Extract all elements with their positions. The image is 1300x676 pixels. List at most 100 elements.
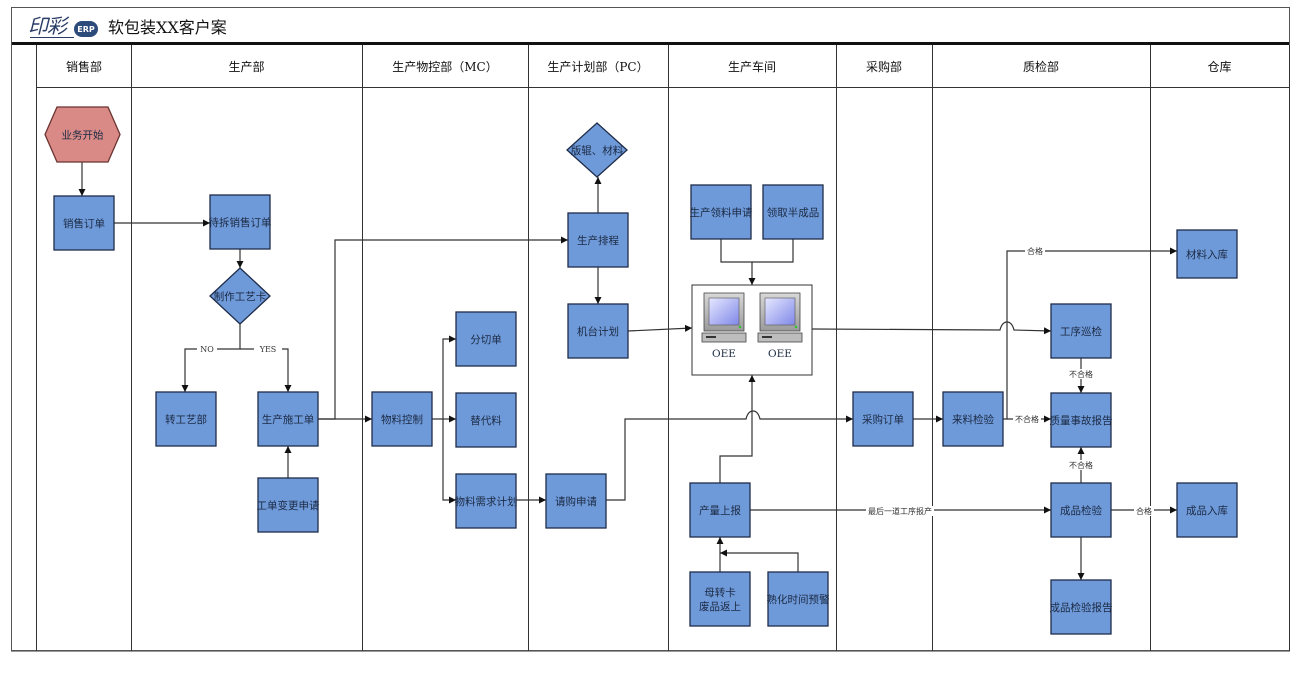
node-label: 来料检验 <box>952 413 994 426</box>
node-label: 替代料 <box>470 414 502 427</box>
node-work-order[interactable]: 生产施工单 <box>257 391 319 447</box>
edge-label-background <box>1134 506 1154 516</box>
node-label: 废品返上 <box>699 600 741 613</box>
lane-divider <box>528 45 529 651</box>
lane-header-purchasing: 采购部 <box>836 45 932 88</box>
edge-machine_plan-to-oee <box>627 324 693 332</box>
document-title: 软包装XX客户案 <box>108 18 227 37</box>
node-get-semi[interactable]: 领取半成品 <box>762 184 824 240</box>
edge-label: 最后一道工序报产 <box>868 506 932 516</box>
rect-shape <box>53 195 115 251</box>
rect-shape <box>257 477 319 533</box>
node-to-process-dept[interactable]: 转工艺部 <box>155 391 217 447</box>
computer-icon: OEE <box>701 292 747 360</box>
node-label: 物料需求计划 <box>455 495 518 508</box>
logo-script: 印彩 <box>28 14 67 38</box>
node-fg-insp[interactable]: 成品检验 <box>1050 482 1112 538</box>
rect-shape <box>942 391 1004 447</box>
node-material-ctrl[interactable]: 物料控制 <box>371 391 433 447</box>
edge-make_card-to-to_process_dept <box>181 324 241 392</box>
node-incoming-insp[interactable]: 来料检验 <box>942 391 1004 447</box>
edge-make_card-to-work_order <box>240 348 292 392</box>
node-label: 领取半成品 <box>767 206 820 219</box>
lane-header-warehouse: 仓库 <box>1150 45 1289 88</box>
diamond-shape <box>566 122 628 178</box>
rect-shape <box>689 482 751 538</box>
edge-label: 合格 <box>1027 246 1043 256</box>
node-label: 生产施工单 <box>262 413 315 426</box>
edge-label: YES <box>259 345 277 354</box>
rect-shape <box>1050 579 1112 635</box>
rect-shape <box>257 391 319 447</box>
logo-badge: ERP <box>74 21 98 37</box>
rect-shape <box>455 392 517 448</box>
node-label: 成品检验 <box>1060 504 1102 517</box>
lane-divider <box>836 45 837 651</box>
node-label: 物料控制 <box>381 413 423 426</box>
node-sales-order[interactable]: 销售订单 <box>53 195 115 251</box>
node-curing-alert[interactable]: 熟化时间预警 <box>767 571 830 627</box>
node-fg-in[interactable]: 成品入库 <box>1176 482 1238 538</box>
edge-label-background <box>1067 460 1095 470</box>
node-output-report[interactable]: 产量上报 <box>689 482 751 538</box>
node-slit-order[interactable]: 分切单 <box>455 311 517 367</box>
edge-material_req-to-oee <box>720 239 756 285</box>
node-label: 工序巡检 <box>1060 325 1102 338</box>
node-wo-change[interactable]: 工单变更申请 <box>257 477 320 533</box>
node-label: 制作工艺卡 <box>214 290 267 303</box>
computer-icon: OEE <box>757 292 803 360</box>
lane-header-sales: 销售部 <box>37 45 131 88</box>
node-label: 请购申请 <box>555 495 597 508</box>
node-label: 转工艺部 <box>165 413 207 426</box>
edge-material_ctrl-to-slit_order <box>432 335 456 420</box>
edge-label-background <box>1067 369 1095 379</box>
edge-label-background <box>254 344 282 354</box>
node-purchase-req[interactable]: 请购申请 <box>545 473 607 529</box>
oee-label: OEE <box>768 348 792 360</box>
node-make-card[interactable]: 制作工艺卡 <box>209 267 271 325</box>
node-fg-insp-report[interactable]: 成品检验报告 <box>1050 579 1113 635</box>
node-label: 产量上报 <box>699 504 741 517</box>
lane-header-mc: 生产物控部（MC） <box>362 45 528 88</box>
edge-output_report-to-oee <box>719 375 756 483</box>
node-label: 生产领料申请 <box>690 206 753 219</box>
edge-oee-to-patrol_insp <box>811 321 1052 335</box>
node-label: 质量事故报告 <box>1050 414 1113 427</box>
node-oee[interactable]: OEE OEE <box>691 284 813 376</box>
node-pending-split[interactable]: 待拆销售订单 <box>209 194 272 250</box>
rect-shape <box>1050 392 1112 448</box>
node-material-req[interactable]: 生产领料申请 <box>690 184 753 240</box>
lane-header-qc: 质检部 <box>932 45 1150 88</box>
edge-curing_alert-to-output_report <box>720 549 799 572</box>
node-purchase-order[interactable]: 采购订单 <box>852 391 914 447</box>
node-scheduling[interactable]: 生产排程 <box>567 212 629 268</box>
node-substitute[interactable]: 替代料 <box>455 392 517 448</box>
node-plates-materials[interactable]: 版辊、材料 <box>566 122 628 178</box>
edge-incoming_insp-to-material_in <box>1003 247 1177 420</box>
edge-label-background <box>197 344 217 354</box>
node-start[interactable]: 业务开始 <box>44 106 121 163</box>
edge-label: 合格 <box>1136 506 1152 516</box>
node-patrol-insp[interactable]: 工序巡检 <box>1050 303 1112 359</box>
rect-shape <box>689 571 751 627</box>
lane-divider <box>1289 45 1290 651</box>
rect-shape <box>371 391 433 447</box>
rect-shape <box>762 184 824 240</box>
lane-header-workshop: 生产车间 <box>668 45 836 88</box>
edge-get_semi-to-oee <box>752 239 794 263</box>
lane-header-pc: 生产计划部（PC） <box>528 45 668 88</box>
node-label: 生产排程 <box>577 234 619 247</box>
lane-header-production: 生产部 <box>131 45 362 88</box>
node-quality-report[interactable]: 质量事故报告 <box>1050 392 1113 448</box>
node-label: 业务开始 <box>62 129 104 142</box>
rect-shape <box>852 391 914 447</box>
rect-shape <box>767 571 829 627</box>
node-label: 采购订单 <box>862 413 904 426</box>
logo-underline <box>30 37 74 38</box>
edge-purchase_req-to-purchase_order <box>606 410 853 501</box>
node-machine-plan[interactable]: 机台计划 <box>567 303 629 359</box>
node-material-in[interactable]: 材料入库 <box>1176 229 1238 279</box>
node-mrp[interactable]: 物料需求计划 <box>455 473 518 529</box>
